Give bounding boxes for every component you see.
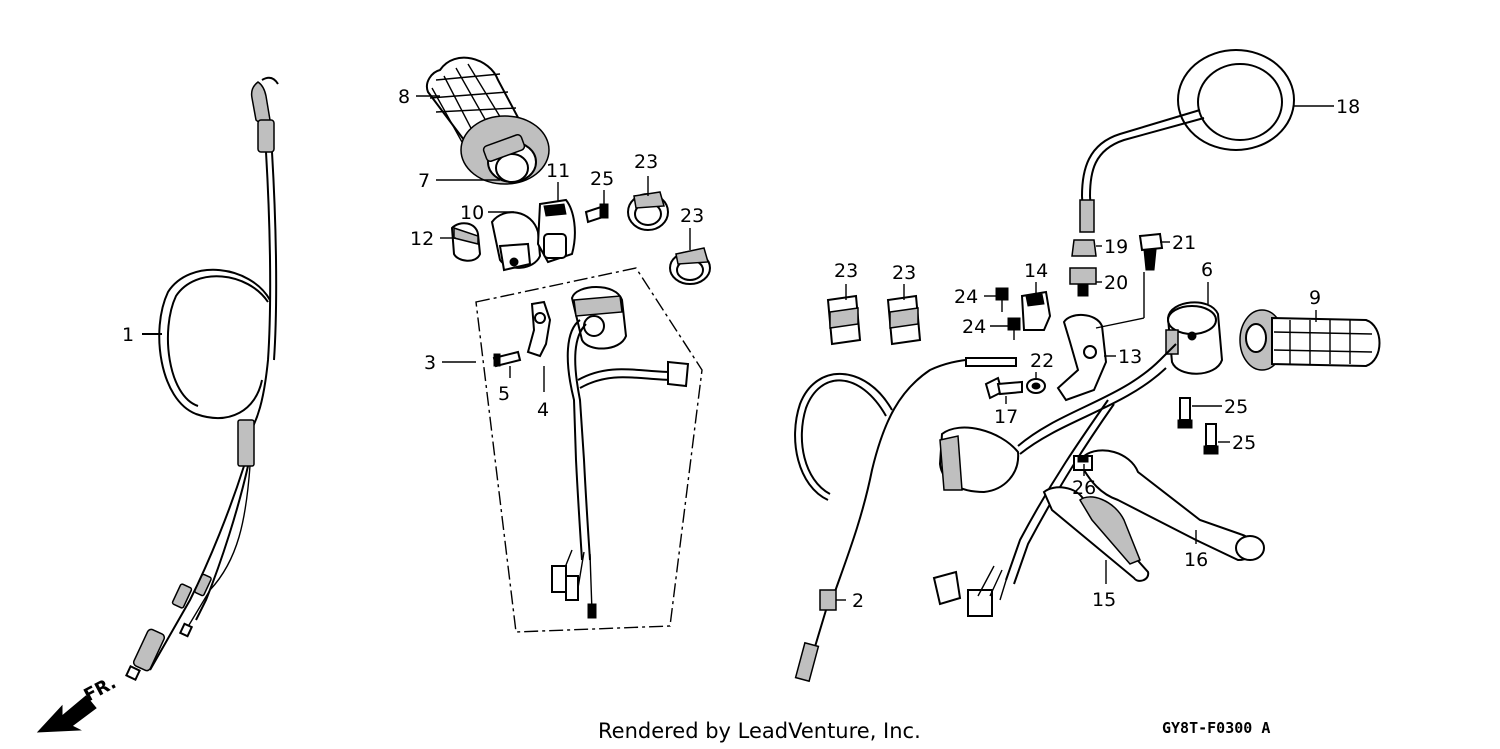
callout-4: 4 [537, 399, 549, 421]
callout-23-a: 23 [634, 151, 658, 173]
part-12-housing [450, 222, 482, 262]
callout-leaders [416, 95, 1334, 584]
part-11-housing-half [536, 198, 576, 264]
part-wiring-harness [932, 343, 1177, 617]
part-6-switch-housing [1165, 301, 1224, 375]
diagram-code: GY8T-F0300 A [1162, 719, 1270, 737]
credit-text: Rendered by LeadVenture, Inc. [598, 719, 921, 743]
part-17-bolt [984, 376, 1023, 400]
callout-3: 3 [424, 352, 436, 374]
part-2-clutch-cable [794, 357, 1017, 683]
part-14-clamp [1020, 290, 1052, 331]
callout-6: 6 [1201, 259, 1213, 281]
callout-13: 13 [1118, 346, 1142, 368]
callout-17: 17 [994, 406, 1018, 428]
callout-19: 19 [1104, 236, 1128, 258]
part-23-clamp-c [826, 294, 862, 346]
callout-10: 10 [460, 202, 484, 224]
front-direction-arrow: FR. [36, 672, 120, 733]
callout-12: 12 [410, 228, 434, 250]
callout-25-a: 25 [590, 168, 614, 190]
callout-24-a: 24 [954, 286, 978, 308]
part-22-washer [1026, 378, 1046, 394]
part-8-throttle-grip [426, 56, 550, 185]
part-19-nut [1071, 239, 1097, 257]
callout-9: 9 [1309, 287, 1321, 309]
callout-18: 18 [1336, 96, 1360, 118]
callout-25-c: 25 [1232, 432, 1256, 454]
part-23-clamp-d [886, 294, 922, 346]
callout-23-c: 23 [834, 260, 858, 282]
part-9-grip [1239, 309, 1381, 371]
part-15-lever [1042, 486, 1150, 582]
callout-11: 11 [546, 160, 570, 182]
part-26-nut [1073, 455, 1093, 471]
part-23-clamp-a [627, 191, 669, 231]
part-16-lever [1083, 449, 1265, 562]
callout-25-b: 25 [1224, 396, 1248, 418]
part-24-screw-a [995, 287, 1009, 312]
part-13-lever-bracket [1056, 272, 1145, 402]
callout-14: 14 [1024, 260, 1048, 282]
part-4-bracket [526, 300, 552, 358]
part-23-clamp-b [669, 247, 711, 285]
callout-5: 5 [498, 383, 510, 405]
callout-8: 8 [398, 86, 410, 108]
callout-26: 26 [1072, 477, 1096, 499]
part-10-housing-half [490, 211, 542, 272]
callout-22: 22 [1030, 350, 1054, 372]
callout-24-b: 24 [962, 316, 986, 338]
callout-16: 16 [1184, 549, 1208, 571]
part-1-throttle-cable [125, 76, 279, 681]
part-18-mirror [1079, 49, 1295, 233]
callout-7: 7 [418, 170, 430, 192]
part-24-screw-b [1007, 317, 1021, 340]
part-25-screw-b [1177, 397, 1193, 429]
callout-21: 21 [1172, 232, 1196, 254]
callout-23-d: 23 [892, 262, 916, 284]
part-25-screw-upper [584, 203, 609, 224]
callout-23-b: 23 [680, 205, 704, 227]
part-3-switch-assembly [551, 286, 690, 619]
callout-15: 15 [1092, 589, 1116, 611]
part-3-assembly-outline [475, 267, 703, 633]
part-21-bolt [1138, 232, 1164, 271]
callout-2: 2 [852, 590, 864, 612]
part-25-screw-c [1203, 423, 1219, 455]
callout-labels: 1 2 3 4 5 6 7 8 9 10 11 12 13 14 15 16 1… [122, 86, 1360, 612]
callout-1: 1 [122, 324, 134, 346]
callout-20: 20 [1104, 272, 1128, 294]
part-20-bolt [1069, 267, 1097, 297]
part-5-screw [492, 350, 522, 368]
